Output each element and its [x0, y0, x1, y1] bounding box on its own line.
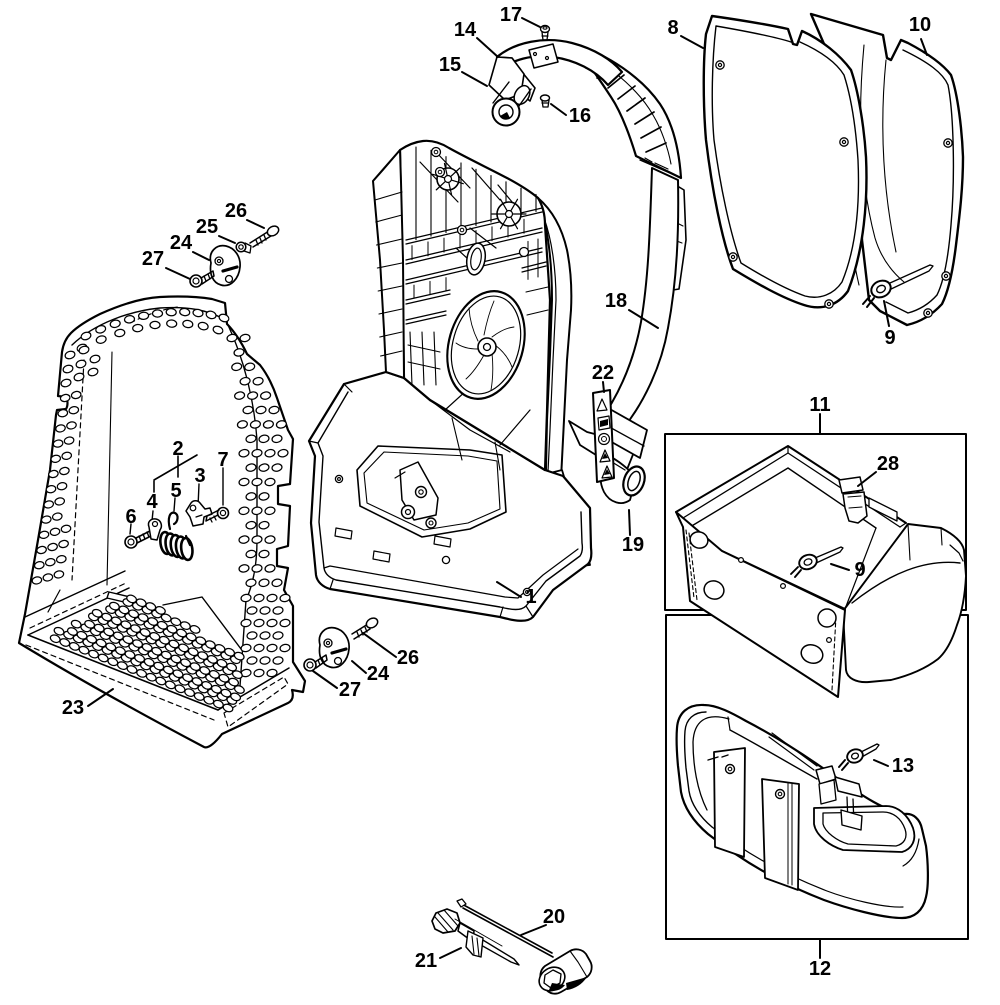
svg-text:11: 11 [809, 394, 830, 416]
svg-text:12: 12 [809, 958, 831, 980]
svg-text:6: 6 [125, 506, 136, 528]
svg-text:25: 25 [196, 216, 218, 238]
svg-text:24: 24 [367, 663, 390, 685]
svg-text:4: 4 [146, 491, 158, 513]
svg-text:27: 27 [339, 679, 361, 701]
svg-text:18: 18 [605, 290, 627, 312]
svg-text:24: 24 [170, 232, 193, 254]
svg-text:19: 19 [622, 534, 644, 556]
svg-text:1: 1 [525, 586, 536, 608]
svg-text:5: 5 [170, 480, 181, 502]
svg-text:15: 15 [439, 54, 461, 76]
svg-text:20: 20 [543, 906, 565, 928]
svg-text:10: 10 [909, 14, 931, 36]
svg-text:17: 17 [500, 4, 522, 26]
svg-text:9: 9 [854, 559, 865, 581]
svg-text:9: 9 [884, 327, 895, 349]
svg-text:13: 13 [892, 755, 914, 777]
svg-text:22: 22 [592, 362, 614, 384]
svg-text:7: 7 [217, 449, 228, 471]
svg-text:2: 2 [172, 438, 183, 460]
svg-text:14: 14 [454, 19, 477, 41]
svg-text:26: 26 [225, 200, 247, 222]
svg-text:3: 3 [194, 465, 205, 487]
svg-text:28: 28 [877, 453, 899, 475]
svg-text:27: 27 [142, 248, 164, 270]
svg-text:8: 8 [667, 17, 678, 39]
svg-text:23: 23 [62, 697, 84, 719]
svg-text:16: 16 [569, 105, 591, 127]
svg-text:26: 26 [397, 647, 419, 669]
svg-text:21: 21 [415, 950, 437, 972]
